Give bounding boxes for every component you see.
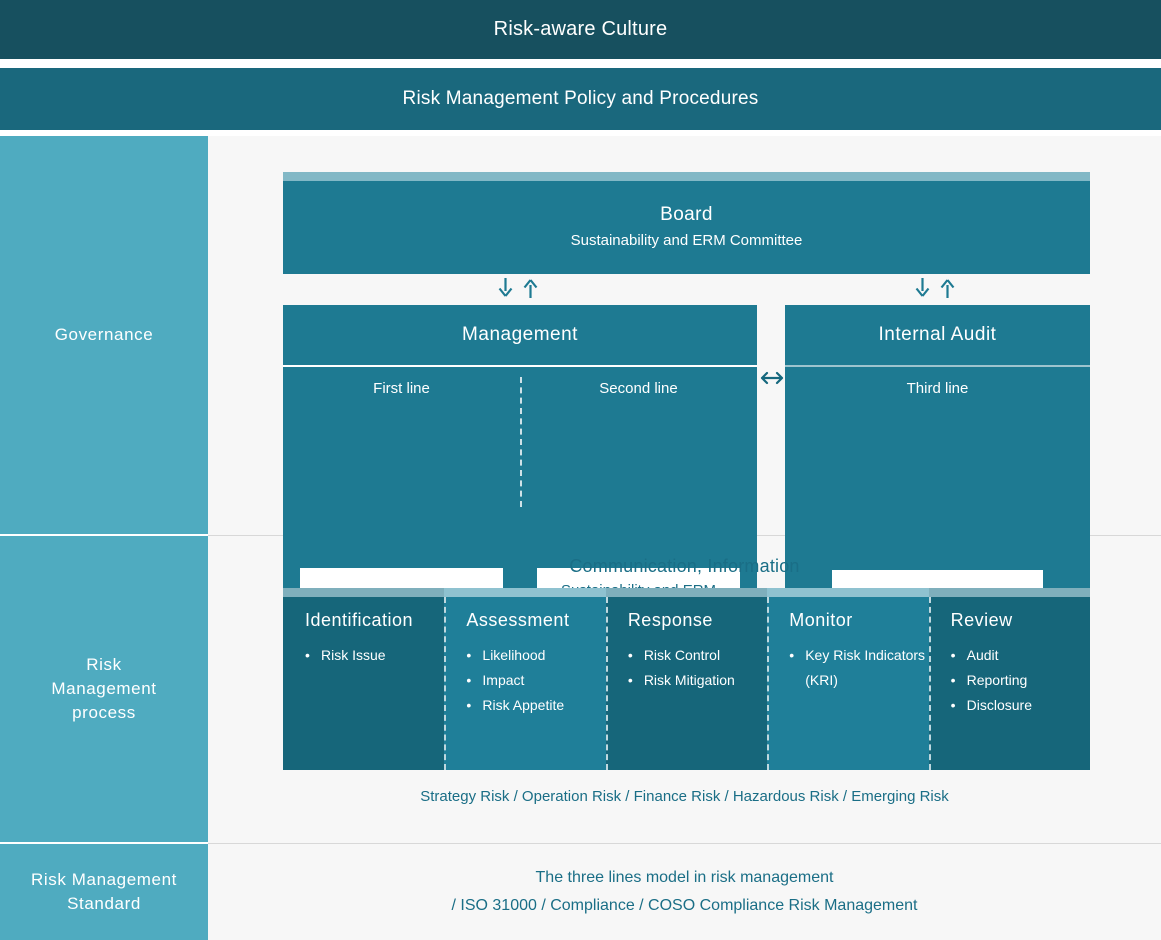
board-title: Board <box>660 203 713 225</box>
process-content: Communication, Information Identificatio… <box>208 536 1161 842</box>
process-column-identification: Identification Risk Issue <box>283 588 445 770</box>
process-column-items: Risk Issue <box>305 643 444 668</box>
column-top-stripe <box>767 588 929 597</box>
process-column-response: Response Risk Control Risk Mitigation <box>605 588 768 770</box>
column-top-stripe <box>283 588 445 597</box>
column-top-stripe <box>605 588 768 597</box>
list-item: Risk Control <box>628 643 767 668</box>
standard-line-1: The three lines model in risk management <box>535 869 834 886</box>
list-item: Likelihood <box>466 643 605 668</box>
governance-content: Board Sustainability and ERM Committee <box>208 136 1161 654</box>
board-management-arrows <box>498 278 538 298</box>
first-line-label: First line <box>373 380 430 397</box>
sidebar-gap-lower <box>0 842 208 844</box>
process-column-monitor: Monitor Key Risk Indicators (KRI) <box>767 588 929 770</box>
governance-row: Governance Board Sustainability and ERM … <box>0 136 1161 654</box>
second-line-label: Second line <box>599 380 678 397</box>
process-column-items: Audit Reporting Disclosure <box>951 643 1090 718</box>
arrow-down-icon <box>915 278 930 298</box>
list-item: Risk Appetite <box>466 693 605 718</box>
standard-line-2: / ISO 31000 / Compliance / COSO Complian… <box>451 897 918 914</box>
list-item: Impact <box>466 668 605 693</box>
process-column-items: Likelihood Impact Risk Appetite <box>466 643 605 718</box>
board-subtitle: Sustainability and ERM Committee <box>570 231 803 249</box>
process-column-review: Review Audit Reporting Disclosure <box>928 588 1091 770</box>
process-columns: Identification Risk Issue Assessment Lik… <box>283 588 1091 770</box>
column-top-stripe <box>444 588 606 597</box>
sidebar-governance-label: Governance <box>54 325 154 344</box>
column-top-stripe <box>928 588 1091 597</box>
standard-content: The three lines model in risk management… <box>208 844 1161 940</box>
management-line-divider <box>520 377 522 507</box>
third-line-label: Third line <box>906 380 969 397</box>
sidebar-gap-upper <box>0 534 208 536</box>
board-audit-arrows <box>915 278 955 298</box>
arrow-down-icon <box>498 278 513 298</box>
list-item: Risk Mitigation <box>628 668 767 693</box>
process-column-title: Review <box>950 610 1013 630</box>
risk-management-policy-banner: Risk Management Policy and Procedures <box>0 68 1161 130</box>
list-item: Disclosure <box>951 693 1090 718</box>
communication-information-label: Communication, Information <box>569 556 800 576</box>
row-divider-process-standard <box>208 843 1161 844</box>
arrow-up-icon <box>523 278 538 298</box>
risk-management-policy-label: Risk Management Policy and Procedures <box>402 88 759 109</box>
risk-aware-culture-label: Risk-aware Culture <box>493 18 668 40</box>
process-column-title: Response <box>627 610 713 630</box>
sidebar-item-governance: Governance <box>0 136 208 534</box>
process-column-title: Monitor <box>789 610 853 630</box>
internal-audit-header: Internal Audit <box>878 324 997 345</box>
process-column-assessment: Assessment Likelihood Impact Risk Appeti… <box>444 588 606 770</box>
list-item: Risk Issue <box>305 643 444 668</box>
process-column-items: Key Risk Indicators (KRI) <box>789 643 928 693</box>
process-column-title: Identification <box>305 610 414 630</box>
process-column-title: Assessment <box>466 610 570 630</box>
process-column-items: Risk Control Risk Mitigation <box>628 643 767 693</box>
management-header: Management <box>462 324 578 345</box>
standard-text-block: The three lines model in risk management… <box>208 844 1161 940</box>
board-box: Board Sustainability and ERM Committee <box>283 172 1090 274</box>
board-top-stripe <box>283 172 1090 181</box>
list-item: Reporting <box>951 668 1090 693</box>
framework-body: Governance Board Sustainability and ERM … <box>0 136 1161 940</box>
management-header-rule <box>283 365 757 367</box>
risk-aware-culture-banner: Risk-aware Culture <box>0 0 1161 59</box>
list-item: Key Risk Indicators (KRI) <box>789 643 928 693</box>
risk-types-label: Strategy Risk / Operation Risk / Finance… <box>420 788 949 805</box>
list-item: Audit <box>951 643 1090 668</box>
internal-audit-header-rule <box>785 365 1090 367</box>
arrow-up-icon <box>940 278 955 298</box>
arrow-left-right-icon <box>760 366 784 390</box>
